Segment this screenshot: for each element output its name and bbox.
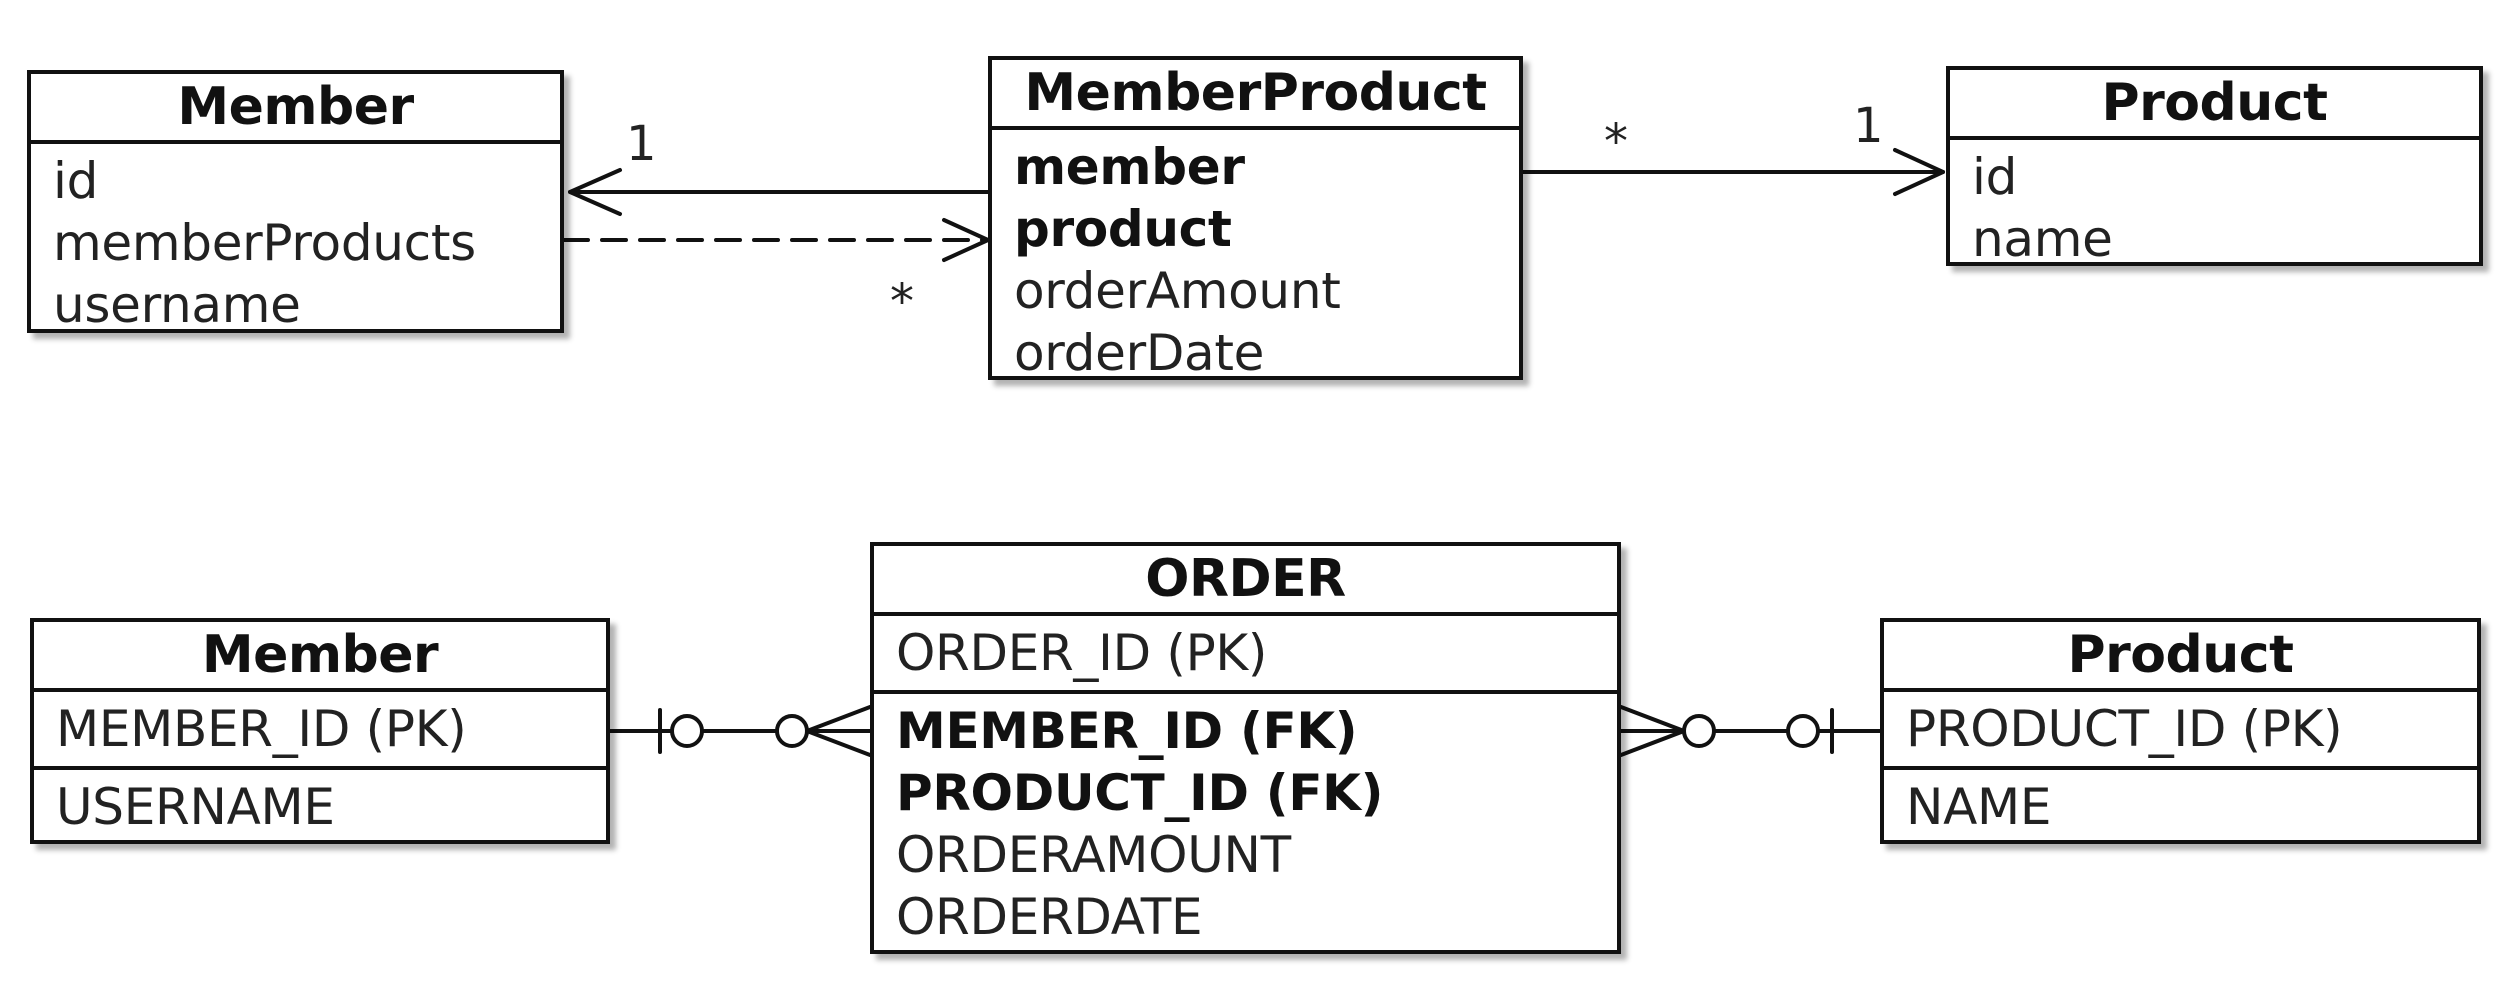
mp-to-member-arrowhead xyxy=(568,168,622,216)
member-to-mp-arrowhead xyxy=(942,218,990,262)
erd-order-zero-circle xyxy=(775,714,809,748)
multiplicity-member-products-many: * xyxy=(890,274,914,330)
multiplicity-member-one: 1 xyxy=(626,116,657,172)
erd-order-crowfoot-bottom-right xyxy=(1619,729,1686,757)
multiplicity-product-one: 1 xyxy=(1853,98,1884,154)
table-product-pk: PRODUCT_ID (PK) xyxy=(1906,700,2343,758)
class-member-product-title: MemberProduct xyxy=(992,60,1519,130)
table-member-columns: USERNAME xyxy=(34,766,606,838)
table-product-title: Product xyxy=(1884,622,2477,692)
class-member: Member id memberProducts username xyxy=(27,70,564,336)
class-member-product-fields: member product orderAmount orderDate xyxy=(992,130,1519,384)
class-member-title: Member xyxy=(31,74,560,144)
class-product-field: id xyxy=(1972,148,2018,206)
erd-member-zero-circle xyxy=(670,714,704,748)
table-product-columns: NAME xyxy=(1884,766,2477,838)
table-order-fk-column: MEMBER_ID (FK) xyxy=(896,702,1358,760)
class-product-field: name xyxy=(1972,210,2113,268)
class-product: Product id name xyxy=(1946,66,2483,268)
class-member-product-field: product xyxy=(1014,200,1232,258)
table-order-pk-section: ORDER_ID (PK) xyxy=(874,616,1617,690)
class-product-fields: id name xyxy=(1950,140,2479,270)
table-order-column: ORDERAMOUNT xyxy=(896,826,1291,884)
table-product: Product PRODUCT_ID (PK) NAME xyxy=(1880,618,2481,844)
table-order-pk: ORDER_ID (PK) xyxy=(896,624,1268,682)
table-order-column: ORDERDATE xyxy=(896,888,1203,946)
class-member-product-field: orderAmount xyxy=(1014,262,1341,320)
class-member-product-field: orderDate xyxy=(1014,324,1265,382)
table-member-title: Member xyxy=(34,622,606,692)
table-member-pk: MEMBER_ID (PK) xyxy=(56,700,467,758)
erd-order-crowfoot-bottom xyxy=(805,729,872,757)
class-member-field: id xyxy=(53,152,99,210)
erd-order-crowfoot-top-right xyxy=(1619,705,1686,733)
erd-product-zero-circle xyxy=(1786,714,1820,748)
multiplicity-mp-product-many: * xyxy=(1604,114,1628,170)
table-product-column: NAME xyxy=(1906,778,2052,836)
table-order-title: ORDER xyxy=(874,546,1617,616)
table-member: Member MEMBER_ID (PK) USERNAME xyxy=(30,618,610,844)
class-member-product-field: member xyxy=(1014,138,1245,196)
erd-order-crowfoot-top xyxy=(805,705,872,733)
class-member-product: MemberProduct member product orderAmount… xyxy=(988,56,1523,382)
erd-order-zero-circle-right xyxy=(1682,714,1716,748)
class-member-fields: id memberProducts username xyxy=(31,144,560,336)
class-member-field: username xyxy=(53,276,301,334)
table-order: ORDER ORDER_ID (PK) MEMBER_ID (FK) PRODU… xyxy=(870,542,1621,954)
table-member-pk-section: MEMBER_ID (PK) xyxy=(34,692,606,766)
table-member-column: USERNAME xyxy=(56,778,335,836)
mp-to-product-arrowhead xyxy=(1893,148,1945,196)
class-product-title: Product xyxy=(1950,70,2479,140)
table-order-columns: MEMBER_ID (FK) PRODUCT_ID (FK) ORDERAMOU… xyxy=(874,690,1617,948)
class-member-field: memberProducts xyxy=(53,214,476,272)
table-order-fk-column: PRODUCT_ID (FK) xyxy=(896,764,1384,822)
table-product-pk-section: PRODUCT_ID (PK) xyxy=(1884,692,2477,766)
